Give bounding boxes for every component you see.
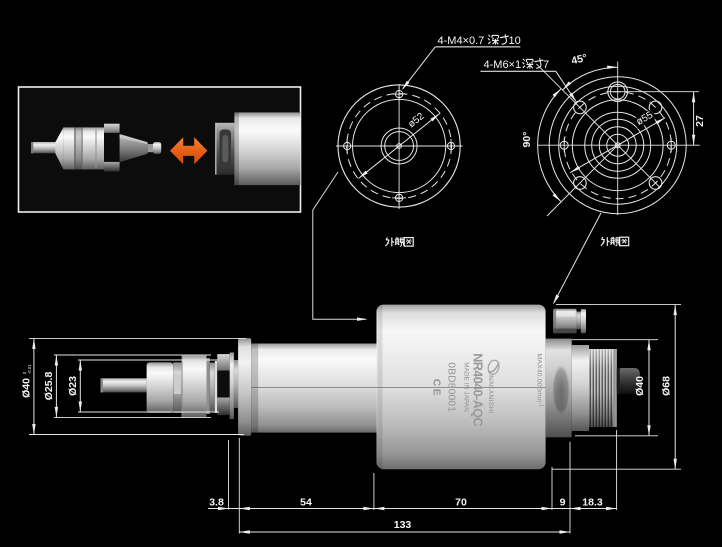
svg-text:10: 10: [509, 35, 521, 47]
svg-text:7: 7: [543, 59, 549, 71]
svg-text:9: 9: [560, 497, 566, 509]
svg-text:18.3: 18.3: [582, 497, 603, 509]
svg-text:NR4040-AQC: NR4040-AQC: [470, 353, 484, 426]
svg-text:Ø23: Ø23: [67, 376, 79, 396]
svg-text:90°: 90°: [521, 132, 533, 148]
svg-text:45°: 45°: [570, 52, 588, 67]
svg-text:CE: CE: [431, 379, 443, 398]
svg-text:MADE IN JAPAN: MADE IN JAPAN: [462, 362, 469, 412]
svg-text:0BD80001: 0BD80001: [446, 362, 457, 412]
svg-text:4-M6×1: 4-M6×1: [484, 59, 522, 71]
svg-text:4-M4×0.7: 4-M4×0.7: [438, 35, 485, 47]
svg-text:27: 27: [694, 115, 706, 127]
svg-text:70: 70: [455, 497, 467, 509]
svg-text:Ø40: Ø40: [634, 376, 646, 396]
svg-text:Ø40: Ø40: [21, 378, 33, 398]
svg-text:0: 0: [22, 371, 27, 374]
svg-text:NAKANISHI: NAKANISHI: [487, 375, 494, 413]
svg-text:MAX40,000min-1: MAX40,000min-1: [536, 354, 544, 408]
svg-text:3.8: 3.8: [209, 497, 224, 509]
svg-text:-0.01: -0.01: [27, 364, 32, 374]
svg-text:133: 133: [394, 519, 412, 531]
svg-text:Ø25.8: Ø25.8: [43, 372, 55, 401]
svg-text:Ø68: Ø68: [661, 376, 673, 396]
svg-text:54: 54: [300, 497, 312, 509]
